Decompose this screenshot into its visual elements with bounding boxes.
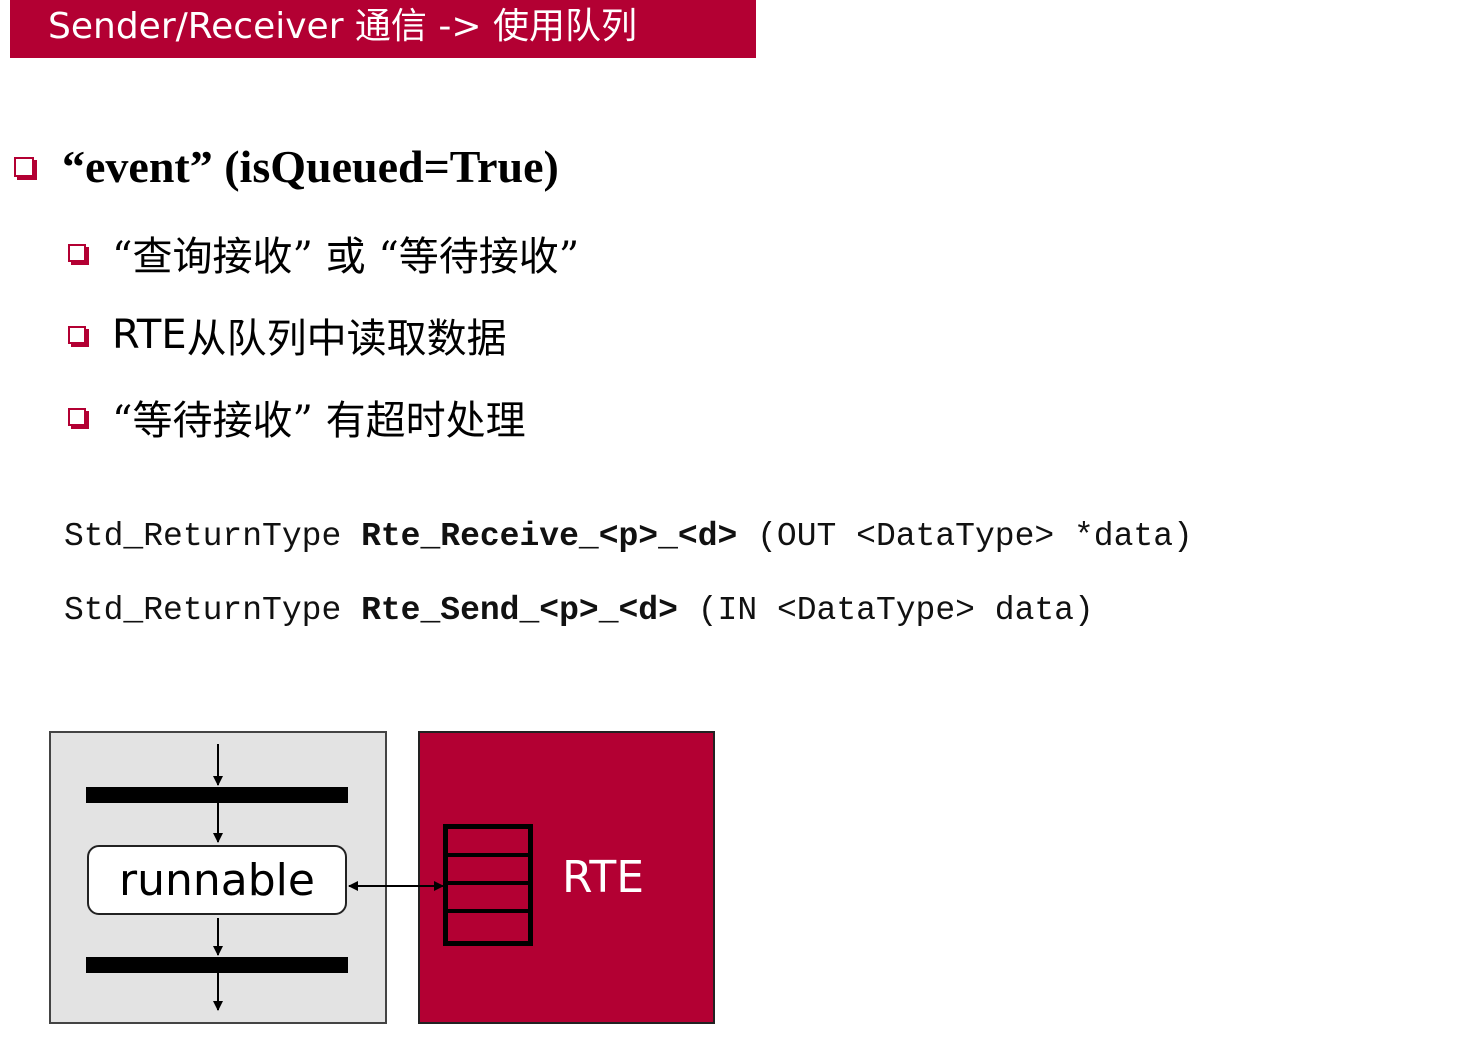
runnable-node: runnable (87, 845, 347, 915)
slide-title: Sender/Receiver 通信 -> 使用队列 (10, 0, 756, 58)
bullet-text: “等待接收” 有超时处理 (112, 398, 526, 444)
code-send-signature: Std_ReturnType Rte_Send_<p>_<d> (IN <Dat… (64, 592, 1094, 629)
queue-slot (448, 829, 528, 857)
runnable-label: runnable (119, 854, 315, 906)
function-name: Rte_Receive_<p>_<d> (361, 518, 738, 555)
queue-slot (448, 913, 528, 941)
params: (IN <DataType> data) (677, 592, 1094, 629)
sub-bullet-timeout: “等待接收” 有超时处理 (68, 388, 526, 446)
bullet-text: “event” (isQueued=True) (62, 141, 559, 192)
bullet-text: “查询接收” 或 “等待接收” (112, 234, 580, 280)
return-type: Std_ReturnType (64, 592, 362, 629)
bullet-text-latin: RTE (112, 312, 187, 358)
sync-bar-bottom (86, 957, 348, 973)
sub-bullet-poll-wait: “查询接收” 或 “等待接收” (68, 224, 579, 282)
rte-label: RTE (562, 852, 645, 903)
bullet-event: “event” (isQueued=True) (14, 140, 559, 193)
bullet-square-icon (14, 156, 34, 177)
bullet-square-icon (68, 408, 86, 426)
function-name: Rte_Send_<p>_<d> (361, 592, 678, 629)
bullet-square-icon (68, 326, 86, 344)
queue-slot (448, 857, 528, 885)
queue-icon (443, 824, 533, 946)
bullet-square-icon (68, 244, 86, 262)
sync-bar-top (86, 787, 348, 803)
bullet-text: 从队列中读取数据 (186, 316, 507, 362)
queue-slot (448, 885, 528, 913)
return-type: Std_ReturnType (64, 518, 362, 555)
params: (OUT <DataType> *data) (737, 518, 1193, 555)
code-receive-signature: Std_ReturnType Rte_Receive_<p>_<d> (OUT … (64, 518, 1193, 555)
